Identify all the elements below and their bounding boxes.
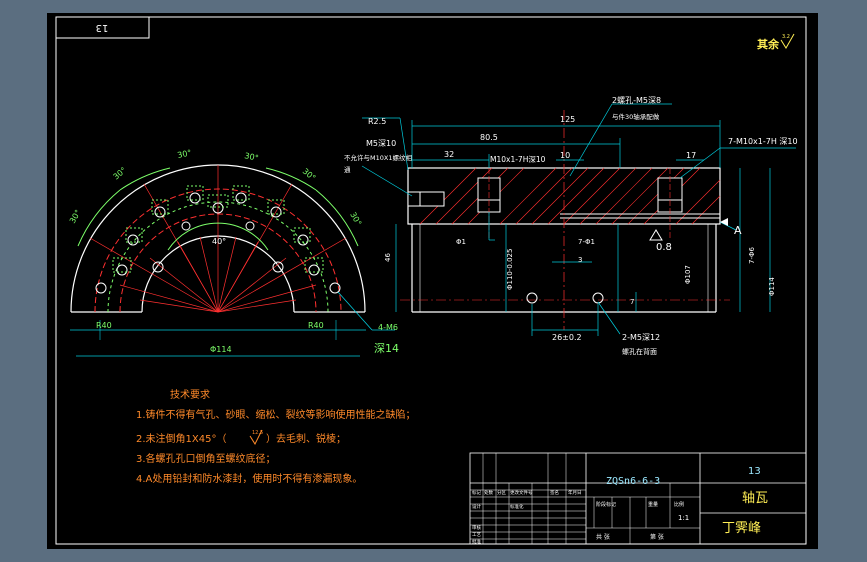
- dim-125: 125: [560, 115, 575, 124]
- dim-26: 26±0.2: [552, 333, 582, 342]
- m5-note-2: 通: [344, 165, 351, 174]
- tb-label: 标记: [472, 489, 481, 496]
- section-view-labels: 2螺孔-M5深8 与件30轴承配做 M5深10 不允许与M10X1螺纹相 通 R…: [344, 95, 798, 356]
- tb-label: 标准化: [510, 503, 524, 510]
- dim-32: 32: [444, 150, 454, 159]
- dim-7phi: 7-Φ6: [748, 247, 756, 264]
- tb-label: 共 张: [596, 533, 610, 541]
- dim-r25: R2.5: [368, 117, 386, 126]
- dim-2m5b: 螺孔在背面: [622, 347, 657, 356]
- dim-7phi1: 7-Φ1: [578, 238, 595, 246]
- tech-title: 技术要求: [170, 388, 210, 401]
- dim-110: Φ110-0.025: [506, 249, 514, 290]
- tb-label: 工艺: [472, 532, 481, 538]
- top-callout-2: 与件30轴承配做: [612, 112, 660, 121]
- angle-label: 30°: [177, 148, 193, 160]
- drawing-area: [47, 13, 818, 549]
- left-view: [70, 164, 395, 357]
- dim-r40-right: R40: [308, 321, 324, 330]
- tb-label: 审核: [472, 524, 481, 531]
- dim-805: 80.5: [480, 133, 498, 142]
- tb-label: 第 张: [650, 533, 664, 541]
- section-view: [361, 103, 796, 336]
- tech-note-1: 1.铸件不得有气孔、砂眼、缩松、裂纹等影响使用性能之缺陷；: [136, 408, 416, 421]
- number-box: [55, 16, 150, 39]
- dim-phi114: Φ114: [210, 345, 232, 354]
- tb-label: 批准: [472, 538, 481, 545]
- dim-2m5: 2-M5深12: [622, 333, 660, 342]
- angle-label: 40°: [212, 237, 226, 246]
- scale: 1:1: [678, 514, 689, 522]
- drawing-border: [55, 16, 807, 545]
- m5-callout: M5深10: [366, 139, 396, 148]
- tech-note-2-roughness: 12.5: [252, 430, 263, 436]
- roughness-symbol-icon: [780, 33, 795, 49]
- tb-label: 年月日: [568, 489, 582, 496]
- tech-note-2-tail: ）去毛刺、锐棱；: [266, 432, 346, 445]
- tech-note-4: 4.A处用铅封和防水漆封，使用时不得有渗漏现象。: [136, 472, 362, 485]
- dim-7m10: 7-M10x1-7H 深10: [728, 137, 798, 146]
- callout-depth: 深14: [374, 342, 399, 355]
- dim-r40-left: R40: [96, 321, 112, 330]
- roughness-symbol-icon: [249, 429, 263, 446]
- tb-label: 设计: [472, 503, 481, 510]
- flatness: 0.8: [656, 242, 672, 253]
- dim-phi: Φ1: [456, 238, 466, 246]
- dim-3: 3: [578, 256, 582, 264]
- part-name: 轴瓦: [742, 491, 768, 506]
- callout-4m6: 4-M6: [378, 323, 398, 332]
- title-block: [469, 452, 807, 545]
- material: ZQSn6-6-3: [606, 476, 660, 487]
- tb-label: 处数: [484, 489, 493, 496]
- tb-label: 阶段标记: [596, 501, 616, 508]
- tb-label: 签名: [550, 489, 559, 496]
- angle-label: 30°: [244, 151, 260, 163]
- tech-note-3: 3.各螺孔孔口倒角至螺纹底径；: [136, 452, 276, 465]
- dim-114: Φ114: [768, 277, 776, 296]
- m5-note-1: 不允许与M10X1螺纹相: [344, 153, 412, 162]
- dim-m10: M10x1-7H深10: [490, 155, 546, 164]
- roughness-value: 3.2: [782, 34, 790, 40]
- tech-notes: 技术要求 1.铸件不得有气孔、砂眼、缩松、裂纹等影响使用性能之缺陷； 2.未注倒…: [136, 388, 416, 485]
- number-box-text: 13: [96, 22, 109, 33]
- tb-label: 更改文件号: [510, 489, 533, 496]
- tb-label: 重量: [648, 501, 658, 508]
- dim-7: 7: [630, 298, 634, 306]
- dim-108: Φ107: [684, 265, 692, 284]
- dim-10: 10: [560, 151, 570, 160]
- top-callout: 2螺孔-M5深8: [612, 95, 661, 105]
- designer: 丁霁峰: [722, 521, 761, 536]
- tb-label: 分区: [497, 489, 506, 496]
- drawing-number: 13: [748, 466, 761, 477]
- datum-a: A: [734, 224, 742, 237]
- tech-note-2: 2.未注倒角1X45°（: [136, 432, 226, 445]
- dim-46: 46: [384, 253, 392, 262]
- dim-17: 17: [686, 151, 696, 160]
- title-block-text: ZQSn6-6-3 13 轴瓦 丁霁峰 1:1 标记 处数 分区 更改文件号 签…: [472, 466, 768, 545]
- roughness-label: 其余: [757, 37, 780, 51]
- tb-label: 比例: [674, 501, 684, 508]
